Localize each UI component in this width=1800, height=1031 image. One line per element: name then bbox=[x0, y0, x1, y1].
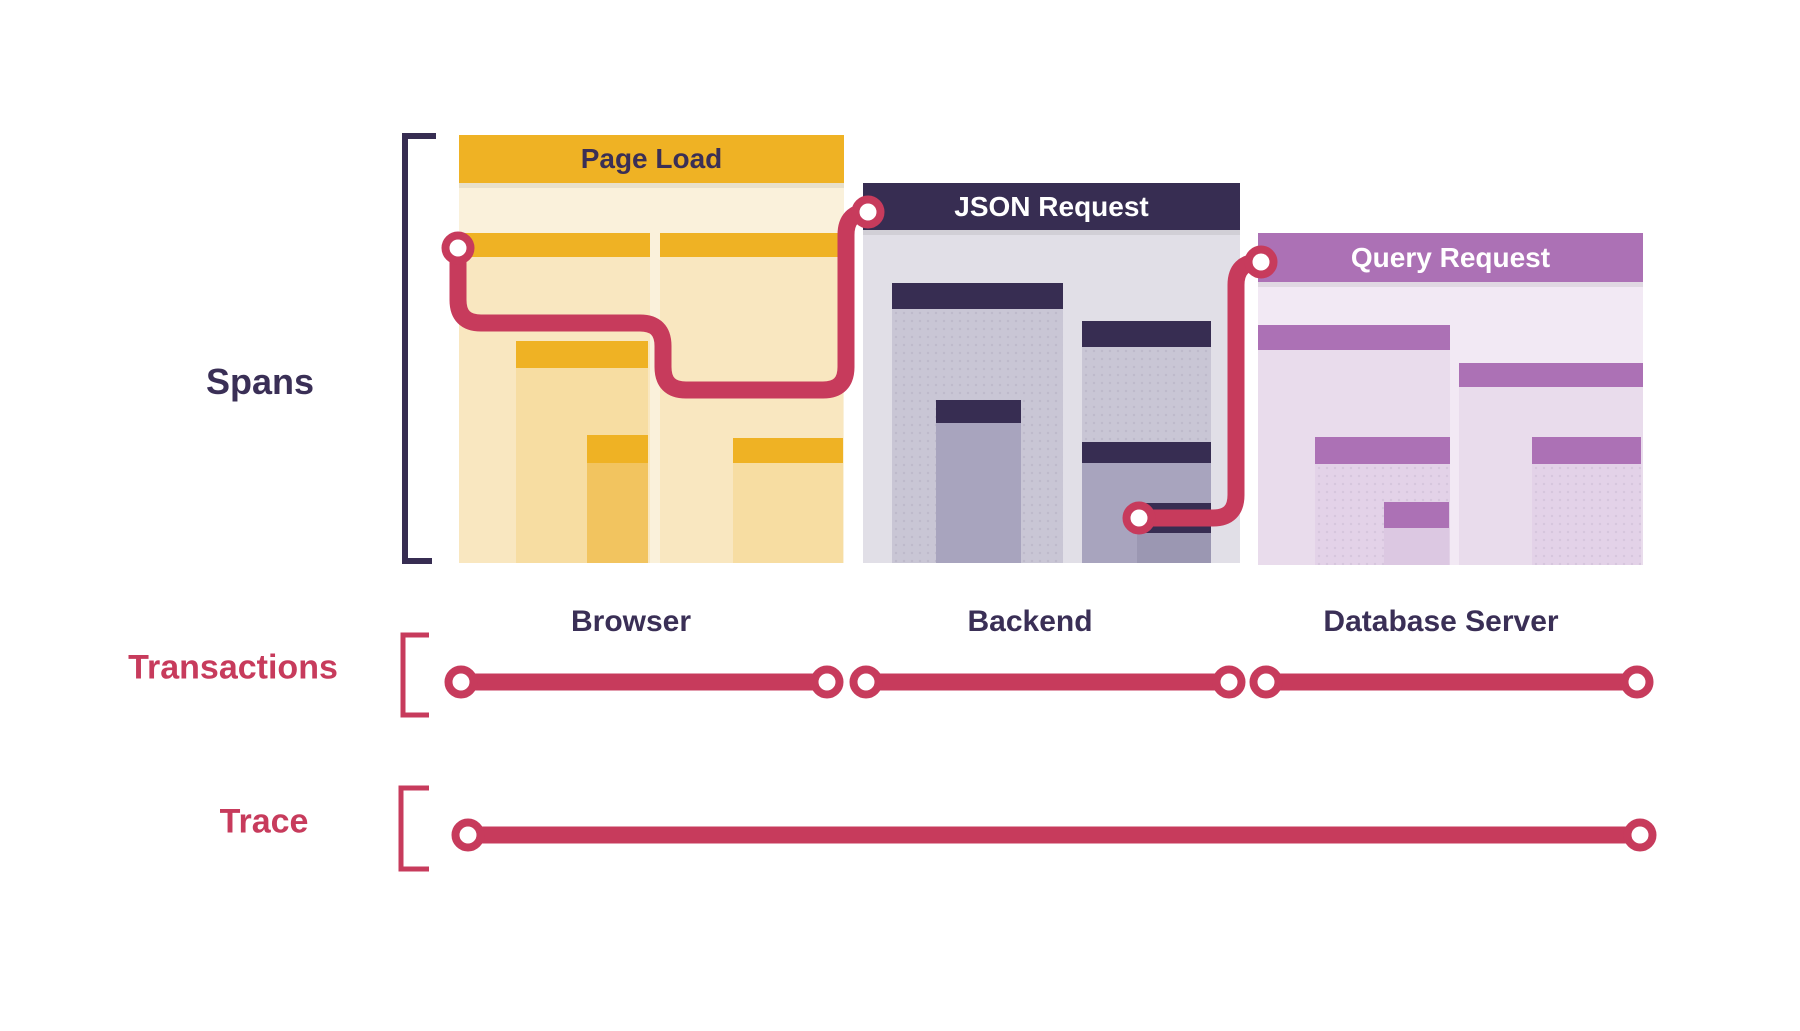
span-block bbox=[1532, 437, 1641, 565]
span-header bbox=[1082, 321, 1211, 347]
span-block bbox=[1137, 503, 1211, 563]
span-header bbox=[660, 233, 843, 257]
trace-row-label: Trace bbox=[219, 802, 309, 841]
span-header bbox=[1258, 325, 1450, 350]
transaction-node bbox=[849, 665, 883, 699]
span-body bbox=[1137, 533, 1211, 563]
transactions-row-label: Transactions bbox=[128, 648, 338, 687]
span-block bbox=[733, 438, 843, 563]
span-body bbox=[587, 463, 648, 563]
transaction-node bbox=[1249, 665, 1283, 699]
trace-bracket bbox=[398, 785, 429, 872]
transaction-node bbox=[810, 665, 844, 699]
span-body bbox=[1384, 528, 1449, 565]
span-body bbox=[733, 463, 843, 563]
span-header bbox=[587, 435, 648, 463]
panel-page-load-title: Page Load bbox=[580, 143, 723, 174]
span-body bbox=[1532, 464, 1641, 565]
spans-row-label: Spans bbox=[205, 361, 315, 402]
caption-database-server: Database Server bbox=[1323, 605, 1559, 638]
span-header bbox=[733, 438, 843, 463]
span-header bbox=[1459, 363, 1643, 387]
span-block bbox=[1384, 502, 1449, 565]
spans-bracket bbox=[402, 133, 436, 564]
transactions-bracket bbox=[400, 632, 429, 718]
caption-backend: Backend bbox=[967, 605, 1093, 638]
transaction-node bbox=[1620, 665, 1654, 699]
span-header bbox=[1137, 503, 1211, 533]
caption-browser: Browser bbox=[570, 605, 692, 638]
panel-json-request-title: JSON Request bbox=[954, 190, 1149, 222]
transaction-node bbox=[444, 665, 478, 699]
span-header bbox=[459, 233, 650, 257]
span-block bbox=[587, 435, 648, 563]
span-header bbox=[1315, 437, 1450, 464]
panel-query-request-header: Query Request bbox=[1258, 233, 1643, 282]
trace-node-end bbox=[1623, 818, 1657, 852]
panel-page-load-header: Page Load bbox=[459, 135, 844, 183]
span-body bbox=[936, 423, 1021, 563]
panel-json-request-header: JSON Request bbox=[863, 183, 1240, 230]
panel-query-request-title: Query Request bbox=[1350, 241, 1551, 273]
span-header bbox=[892, 283, 1063, 309]
span-header bbox=[1384, 502, 1449, 528]
span-header bbox=[516, 341, 648, 368]
span-header bbox=[936, 400, 1021, 423]
span-block bbox=[936, 400, 1021, 563]
trace-node-start bbox=[451, 818, 485, 852]
transaction-node bbox=[1212, 665, 1246, 699]
span-header bbox=[1532, 437, 1641, 464]
span-header bbox=[1082, 442, 1211, 463]
